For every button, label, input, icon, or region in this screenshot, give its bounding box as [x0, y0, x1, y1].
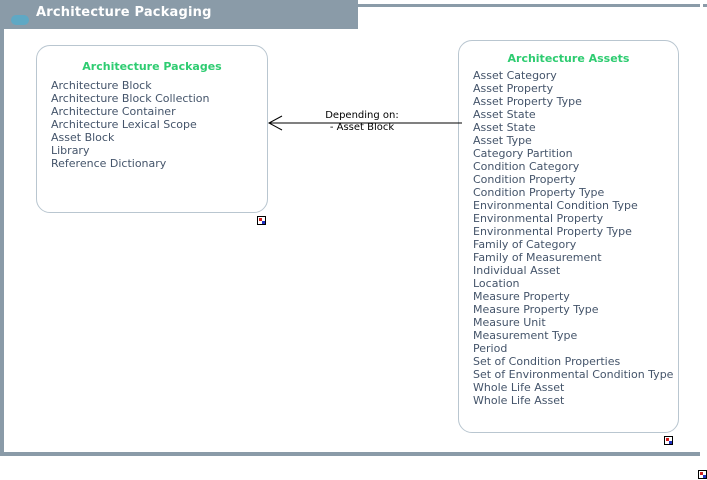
- list-item[interactable]: Environmental Condition Type: [473, 199, 638, 212]
- handle-dot-red: [259, 218, 262, 221]
- handle-dot-red: [666, 438, 669, 441]
- list-item[interactable]: Architecture Block Collection: [51, 92, 210, 105]
- list-item[interactable]: Measure Unit: [473, 316, 546, 329]
- list-item[interactable]: Location: [473, 277, 520, 290]
- list-item[interactable]: Architecture Container: [51, 105, 176, 118]
- list-item[interactable]: Condition Category: [473, 160, 580, 173]
- list-item[interactable]: Whole Life Asset: [473, 394, 565, 407]
- handle-dot-blue: [703, 475, 706, 478]
- package-box-architecture-packages[interactable]: Architecture Packages Architecture Block…: [36, 45, 268, 213]
- list-item[interactable]: Asset Category: [473, 69, 557, 82]
- package-title: Architecture Assets: [507, 52, 630, 65]
- list-item[interactable]: Environmental Property Type: [473, 225, 632, 238]
- list-item[interactable]: Environmental Property: [473, 212, 604, 225]
- resize-handle-icon[interactable]: [257, 216, 266, 225]
- list-item[interactable]: Period: [473, 342, 508, 355]
- window-frame-top-rule: [358, 4, 707, 7]
- dependency-label-line1: Depending on:: [325, 110, 399, 121]
- list-item[interactable]: Asset State: [473, 121, 536, 134]
- list-item[interactable]: Asset State: [473, 108, 536, 121]
- list-item[interactable]: Measure Property: [473, 290, 570, 303]
- handle-dot-blue: [262, 221, 265, 224]
- list-item[interactable]: Measurement Type: [473, 329, 578, 342]
- list-item[interactable]: Whole Life Asset: [473, 381, 565, 394]
- list-item[interactable]: Individual Asset: [473, 264, 561, 277]
- list-item[interactable]: Family of Measurement: [473, 251, 602, 264]
- list-item[interactable]: Condition Property: [473, 173, 576, 186]
- dependency-label-line2: - Asset Block: [329, 122, 395, 133]
- list-item[interactable]: Measure Property Type: [473, 303, 599, 316]
- list-item[interactable]: Library: [51, 144, 90, 157]
- resize-handle-icon[interactable]: [664, 436, 673, 445]
- resize-handle-icon[interactable]: [698, 470, 707, 479]
- list-item[interactable]: Asset Property: [473, 82, 554, 95]
- package-title: Architecture Packages: [82, 60, 222, 73]
- list-item[interactable]: Reference Dictionary: [51, 157, 167, 170]
- list-item[interactable]: Family of Category: [473, 238, 577, 251]
- package-item-list: Architecture Block Architecture Block Co…: [51, 79, 210, 170]
- package-item-list: Asset Category Asset Property Asset Prop…: [473, 69, 673, 407]
- window-titlebar: Architecture Packaging: [0, 0, 358, 29]
- package-icon: [11, 10, 29, 25]
- window-frame-right-edge: [700, 4, 703, 456]
- list-item[interactable]: Condition Property Type: [473, 186, 605, 199]
- list-item[interactable]: Asset Type: [473, 134, 532, 147]
- list-item[interactable]: Architecture Lexical Scope: [51, 118, 197, 131]
- handle-dot-blue: [669, 441, 672, 444]
- window-title: Architecture Packaging: [36, 5, 212, 20]
- list-item[interactable]: Set of Condition Properties: [473, 355, 621, 368]
- list-item[interactable]: Set of Environmental Condition Type: [473, 368, 674, 381]
- list-item[interactable]: Asset Property Type: [473, 95, 582, 108]
- window-frame: [0, 0, 703, 456]
- list-item[interactable]: Asset Block: [51, 131, 115, 144]
- package-box-architecture-assets[interactable]: Architecture Assets Asset Category Asset…: [458, 40, 679, 433]
- list-item[interactable]: Category Partition: [473, 147, 573, 160]
- handle-dot-red: [700, 472, 703, 475]
- dependency-arrow-label: Depending on: - Asset Block: [262, 110, 462, 134]
- list-item[interactable]: Architecture Block: [51, 79, 152, 92]
- dependency-arrow[interactable]: [262, 106, 462, 146]
